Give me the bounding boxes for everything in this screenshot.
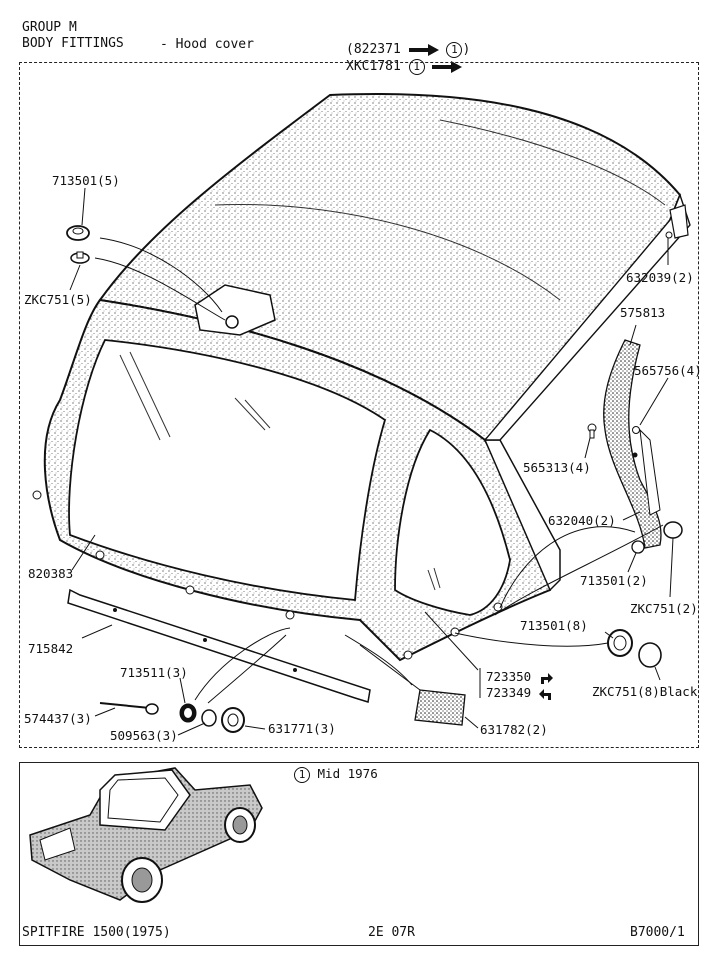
callout-zkc751-5: ZKC751(5) [24, 292, 92, 307]
callout-715842: 715842 [28, 641, 74, 656]
callout-713501-8: 713501(8) [520, 618, 588, 633]
side-window [394, 428, 511, 616]
callout-820383: 820383 [28, 566, 74, 581]
section-title: BODY FITTINGS [22, 36, 124, 51]
retaining-strip [67, 588, 371, 703]
callout-509563-3: 509563(3) [110, 728, 178, 743]
footer-code: 2E 07R [368, 925, 415, 940]
pad-piece [414, 689, 466, 726]
diagram-frame [19, 62, 699, 748]
callout-713511-3: 713511(3) [120, 665, 188, 680]
inset-note: 1 Mid 1976 [294, 766, 378, 783]
callout-631782-2: 631782(2) [480, 722, 548, 737]
callout-565313-4: 565313(4) [523, 460, 591, 475]
callout-632039-2: 632039(2) [626, 270, 694, 285]
circled-mark: 1 [294, 767, 310, 783]
footer-page: B7000/1 [630, 925, 685, 940]
change-note-part: (822371 [346, 42, 401, 57]
turn-left-arrow-icon [538, 688, 551, 700]
callout-713501-5: 713501(5) [52, 173, 120, 188]
group-title: GROUP M [22, 20, 77, 35]
circled-mark: 1 [408, 59, 425, 75]
circled-mark: 1 [446, 42, 463, 58]
footer-model: SPITFIRE 1500(1975) [22, 925, 171, 940]
callout-723350-text: 723350 [486, 669, 532, 684]
callout-574437-3: 574437(3) [24, 711, 92, 726]
callout-zkc751-2: ZKC751(2) [630, 601, 698, 616]
subsection-title: - Hood cover [160, 37, 254, 52]
rear-window [68, 339, 387, 601]
right-arrow-icon [408, 43, 439, 56]
right-arrow-icon [432, 60, 463, 73]
turn-right-arrow-icon [540, 672, 553, 684]
callout-723350: 723350 [486, 669, 553, 684]
inset-box [19, 762, 699, 946]
callout-723349-text: 723349 [486, 685, 532, 700]
change-note-close: ) [462, 42, 471, 57]
change-note-line1: (822371 1) [346, 42, 470, 58]
callout-723349: 723349 [486, 685, 553, 700]
zip-strap [603, 339, 662, 549]
callout-632040-2: 632040(2) [548, 513, 616, 528]
inset-note-text: Mid 1976 [317, 766, 378, 781]
callout-631771-3: 631771(3) [268, 721, 336, 736]
callout-575813: 575813 [620, 305, 666, 320]
callout-zkc751-8-black: ZKC751(8)Black [592, 684, 698, 699]
callout-713501-2: 713501(2) [580, 573, 648, 588]
callout-565756-4: 565756(4) [634, 363, 702, 378]
